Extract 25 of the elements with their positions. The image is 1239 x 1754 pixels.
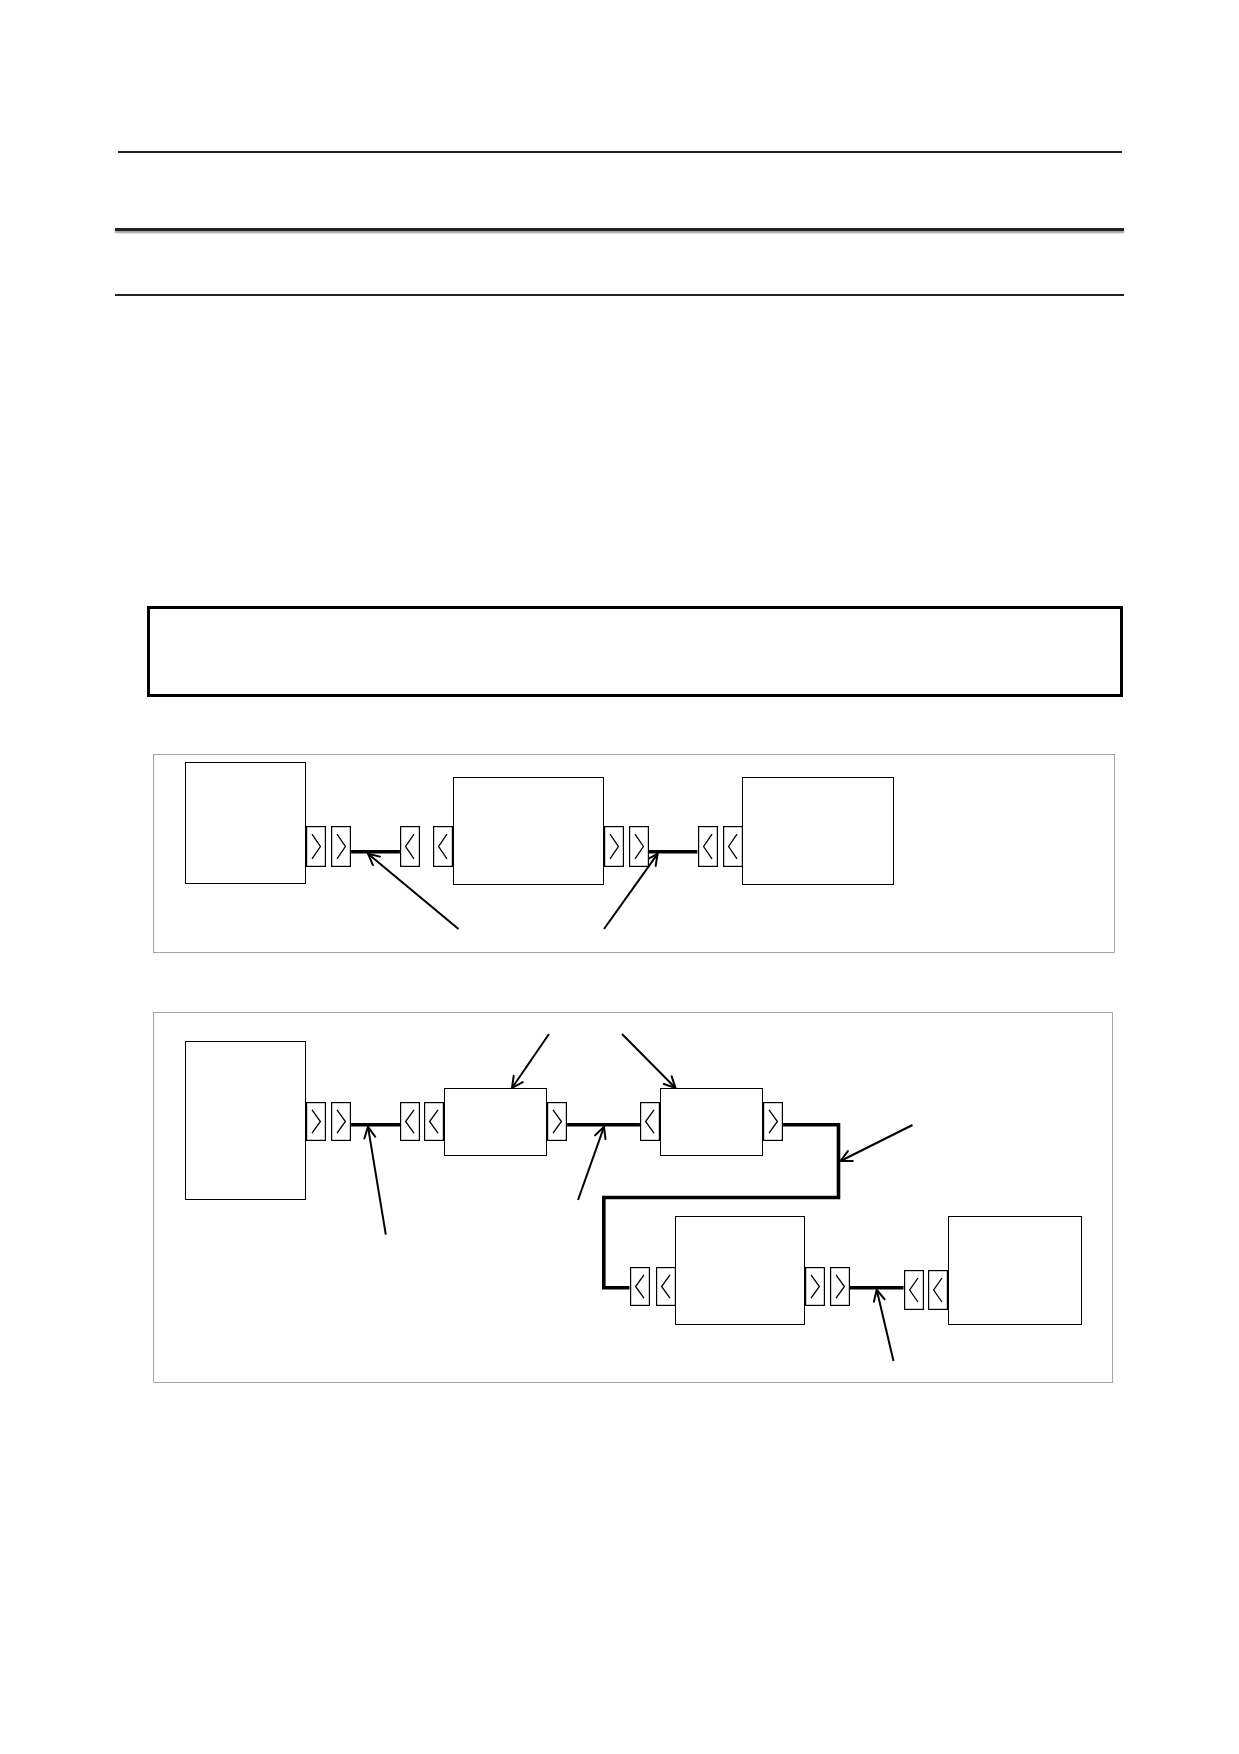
cable-line [566, 1122, 640, 1127]
leader-arrow [621, 1033, 677, 1089]
leader-arrow [367, 852, 460, 930]
block-box [675, 1216, 805, 1325]
figure-panel [153, 754, 1115, 953]
block-box [742, 776, 895, 885]
cable-line [648, 849, 698, 854]
leader-arrow [363, 1125, 387, 1236]
block-box [452, 776, 604, 885]
cable-line [350, 849, 400, 854]
block-box [443, 1087, 547, 1156]
leader-arrow [872, 1288, 895, 1362]
leader-arrow [511, 1033, 550, 1089]
leader-arrow [603, 852, 659, 930]
block-box [947, 1216, 1082, 1325]
block-box [185, 762, 307, 885]
cable-line [601, 1122, 840, 1290]
figure-panel [153, 1012, 1113, 1383]
block-box [185, 1040, 307, 1200]
note-frame [146, 606, 1123, 697]
cable-line [849, 1285, 904, 1290]
block-box [659, 1087, 763, 1156]
leader-arrow [839, 1124, 914, 1162]
leader-arrow [577, 1125, 607, 1201]
cable-line [350, 1122, 400, 1127]
